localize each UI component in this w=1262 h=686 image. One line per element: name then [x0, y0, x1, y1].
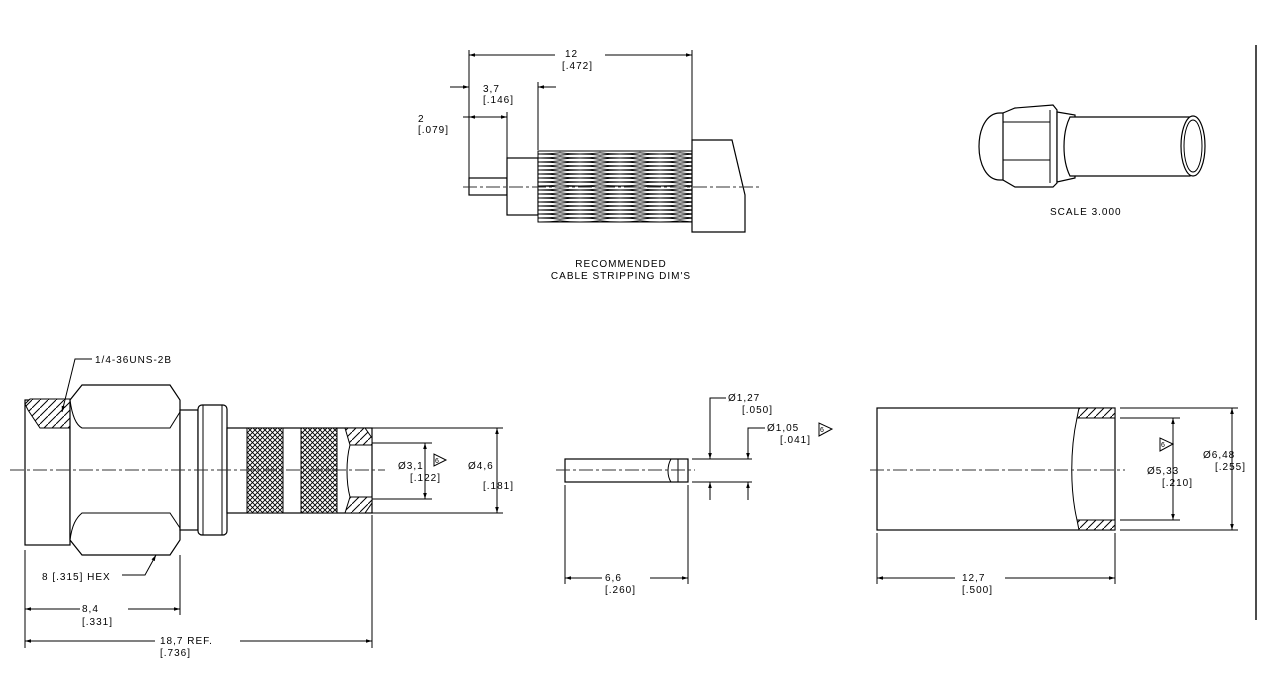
dim-total: 18,7 REF.: [160, 636, 213, 647]
jacket: [691, 139, 746, 233]
dim-outer-dia: Ø4,6: [468, 461, 494, 472]
note-flag-icon: [818, 422, 834, 437]
dim-hex-len-in: [.331]: [82, 617, 113, 628]
connector-view: 1/4-36UNS-2B 8 [.315] HEX 8,4 [.331] 18,…: [10, 355, 514, 659]
note-flag-text: 6: [435, 458, 439, 465]
dim-overall-in: [.472]: [562, 61, 593, 72]
dim-outer-dia: Ø6,48: [1203, 450, 1235, 461]
dim-outer-dia-in: [.181]: [483, 481, 514, 492]
dim-conductor-in: [.079]: [418, 125, 449, 136]
dim-len: 6,6: [605, 573, 622, 584]
caption-line2: CABLE STRIPPING DIM'S: [551, 271, 691, 282]
crimp-sleeve-view: 6 Ø5,33 [.210] Ø6,48 [.255] 12,7 [.500]: [870, 407, 1246, 596]
dim-hex-len: 8,4: [82, 604, 99, 615]
dim-overall: 12: [565, 49, 578, 60]
note-flag-icon: [1159, 437, 1175, 452]
dim-inner-dia-in: [.210]: [1162, 478, 1193, 489]
dim-inner-dia: Ø3,1: [398, 461, 424, 472]
dim-inner-dia: Ø1,05: [767, 423, 799, 434]
contact-pin-view: Ø1,27 [.050] Ø1,05 [.041] 6 6,6 [.260]: [556, 393, 834, 596]
note-flag-text: 6: [820, 427, 824, 434]
dim-len-in: [.500]: [962, 585, 993, 596]
note-flag-icon: [433, 453, 448, 467]
dim-inner-dia: Ø5,33: [1147, 466, 1179, 477]
dim-total-in: [.736]: [160, 648, 191, 659]
hex-label: 8 [.315] HEX: [42, 572, 111, 583]
cable-stripping-view: 12 [.472] 3,7 [.146] 2 [.079] RECOMMENDE…: [418, 49, 760, 282]
note-flag-text: 6: [1161, 442, 1165, 449]
dim-len-in: [.260]: [605, 585, 636, 596]
dim-outer-dia-in: [.255]: [1215, 462, 1246, 473]
dim-inner-dia-in: [.122]: [410, 473, 441, 484]
dim-outer-dia: Ø1,27: [728, 393, 760, 404]
scale-label: SCALE 3.000: [1050, 207, 1122, 218]
dim-conductor: 2: [418, 114, 425, 125]
dim-inner-dia-in: [.041]: [780, 435, 811, 446]
dim-outer-dia-in: [.050]: [742, 405, 773, 416]
dim-braid: 3,7: [483, 84, 500, 95]
thread-label: 1/4-36UNS-2B: [95, 355, 172, 366]
crimp-sleeve: [876, 407, 1116, 531]
isometric-view: SCALE 3.000: [978, 104, 1206, 218]
caption-line1: RECOMMENDED: [575, 259, 667, 270]
dim-braid-in: [.146]: [483, 95, 514, 106]
dim-len: 12,7: [962, 573, 985, 584]
